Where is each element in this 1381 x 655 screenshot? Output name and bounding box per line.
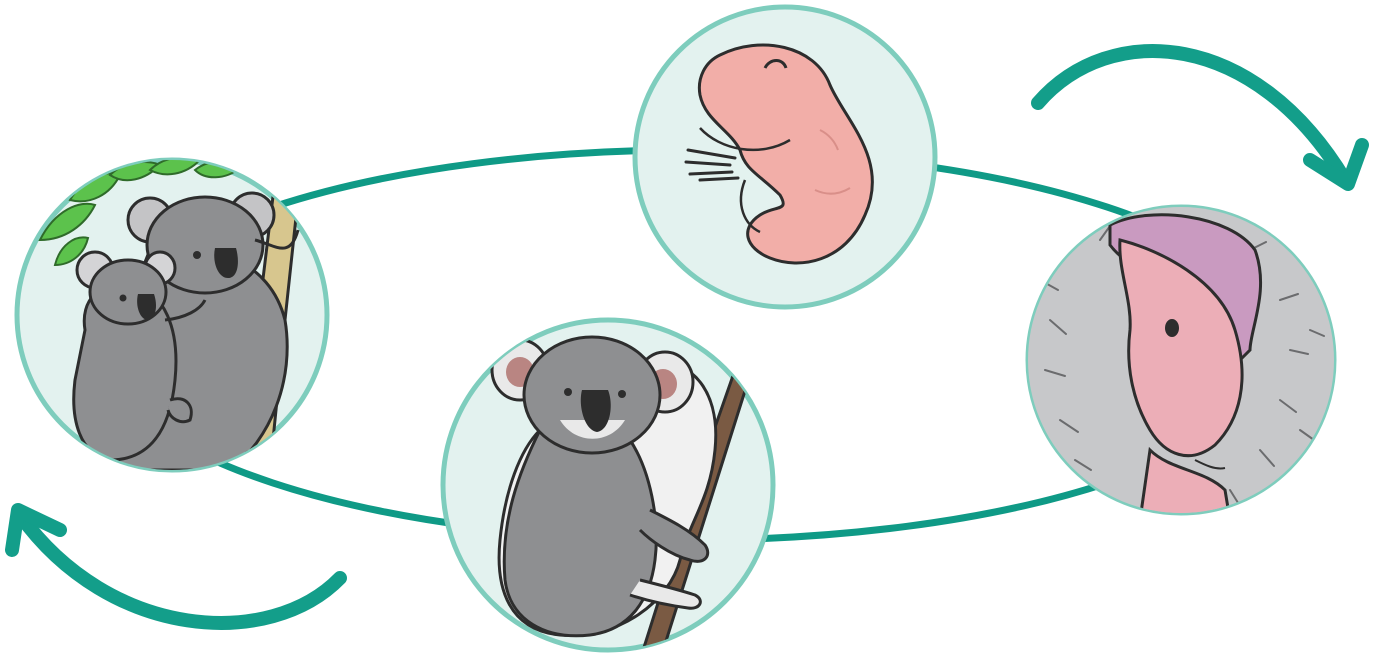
stage-joey-in-pouch [1020,200,1340,520]
stage-adult-koala [443,320,773,655]
arrow-bottom-left-icon [12,510,340,623]
arrow-top-right-icon [1038,51,1362,184]
joey-in-pouch-icon [1020,200,1340,520]
stage-mother-with-joey [17,157,327,470]
stage-newborn-joey [635,7,935,307]
